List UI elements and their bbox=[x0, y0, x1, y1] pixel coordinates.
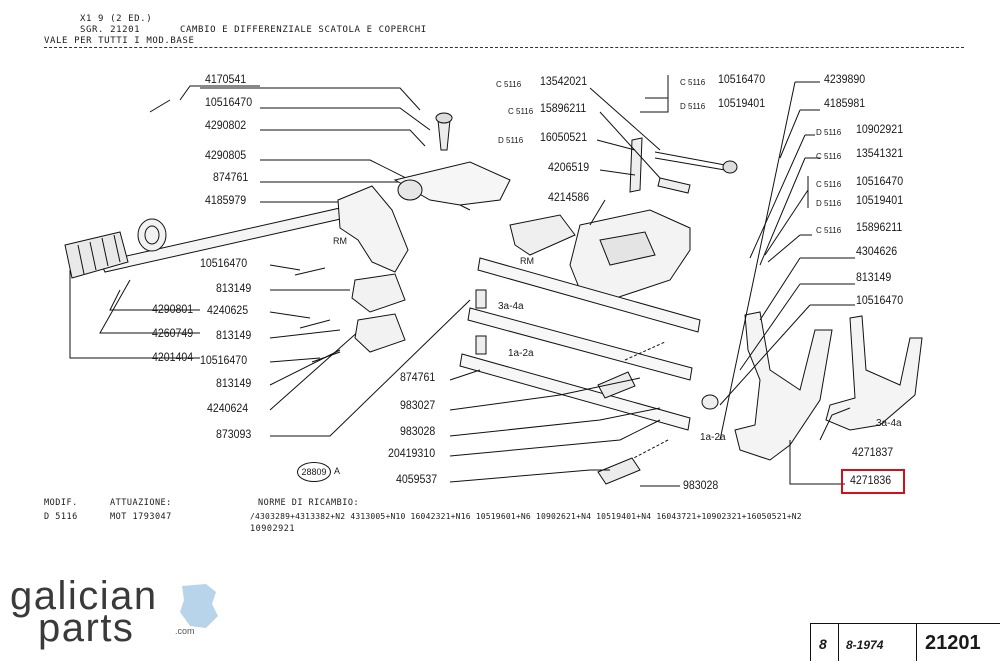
part-number-label: 10519401 bbox=[718, 98, 766, 110]
part-number-label: 4271837 bbox=[852, 447, 894, 459]
gear-marking: 1a-2a bbox=[508, 348, 534, 359]
part-number-label: 4240625 bbox=[207, 305, 249, 317]
part-number-label: 4240624 bbox=[207, 403, 249, 415]
part-number-label: 4201404 bbox=[152, 352, 194, 364]
header-model: X1 9 (2 ED.) bbox=[80, 14, 153, 24]
variant-code: D 5116 bbox=[816, 199, 842, 208]
part-number-label: 813149 bbox=[856, 272, 892, 284]
variant-code: C 5116 bbox=[816, 226, 842, 235]
sheet-number: 8 bbox=[819, 636, 827, 652]
footer-modif-heading: MODIF. bbox=[44, 498, 78, 508]
part-number-label: 4059537 bbox=[396, 474, 438, 486]
part-number-label: 20419310 bbox=[388, 448, 436, 460]
sheet-date: 8-1974 bbox=[846, 638, 884, 652]
part-number-label: 4260749 bbox=[152, 328, 194, 340]
rm-marking: RM bbox=[333, 236, 347, 246]
part-number-label: 4206519 bbox=[548, 162, 590, 174]
part-number-label: 13542021 bbox=[540, 76, 588, 88]
title-block-divider bbox=[916, 623, 917, 661]
header-group: SGR. 21201 bbox=[80, 25, 141, 35]
footer-modif-value: D 5116 bbox=[44, 512, 78, 522]
part-number-label: 4290802 bbox=[205, 120, 247, 132]
group-number: 21201 bbox=[925, 632, 981, 654]
footer-attuazione-value: MOT 1793047 bbox=[110, 512, 172, 522]
part-number-label: 873093 bbox=[216, 429, 252, 441]
title-block-divider bbox=[810, 623, 811, 661]
header-validity: VALE PER TUTTI I MOD.BASE bbox=[44, 36, 195, 46]
footer-norme-line1: /4303289+4313382+N2 4313005+N10 16042321… bbox=[250, 512, 802, 521]
part-number-label: 813149 bbox=[216, 378, 252, 390]
logo-galician: galician bbox=[10, 574, 158, 618]
variant-code: C 5116 bbox=[680, 78, 706, 87]
variant-code: C 5116 bbox=[816, 180, 842, 189]
part-number-label: 10516470 bbox=[200, 355, 248, 367]
rm-marking: RM bbox=[520, 256, 534, 266]
part-number-label: 813149 bbox=[216, 283, 252, 295]
part-number-label: 15896211 bbox=[540, 103, 587, 115]
part-number-label: 15896211 bbox=[856, 222, 903, 234]
part-number-label: 10516470 bbox=[856, 295, 904, 307]
part-number-label: 10516470 bbox=[200, 258, 248, 270]
highlight-box bbox=[841, 469, 905, 494]
part-number-label: 4290801 bbox=[152, 304, 194, 316]
footer-norme-line2: 10902921 bbox=[250, 524, 295, 534]
gear-marking: 1a-2a bbox=[700, 432, 726, 443]
variant-code: D 5116 bbox=[816, 128, 842, 137]
part-number-label: 813149 bbox=[216, 330, 252, 342]
logo-parts: parts bbox=[38, 606, 135, 650]
part-number-label: 983027 bbox=[400, 400, 436, 412]
part-number-label: 4304626 bbox=[856, 246, 898, 258]
variant-code: D 5116 bbox=[680, 102, 706, 111]
header-divider bbox=[44, 47, 964, 48]
part-number-label: 4214586 bbox=[548, 192, 590, 204]
variant-code: D 5116 bbox=[498, 136, 524, 145]
footer-attuazione-heading: ATTUAZIONE: bbox=[110, 498, 172, 508]
part-number-label: 10516470 bbox=[718, 74, 766, 86]
part-number-label: 10516470 bbox=[856, 176, 904, 188]
gear-marking: 3a-4a bbox=[498, 301, 524, 312]
variant-code: C 5116 bbox=[816, 152, 842, 161]
title-block-divider bbox=[838, 623, 839, 661]
variant-code: C 5116 bbox=[496, 80, 522, 89]
part-number-label: 4290805 bbox=[205, 150, 247, 162]
part-number-label: 10516470 bbox=[205, 97, 253, 109]
part-number-label: 874761 bbox=[400, 372, 436, 384]
reference-circle: 28809 bbox=[297, 462, 331, 482]
part-number-label: 4170541 bbox=[205, 74, 247, 86]
part-number-label: 983028 bbox=[400, 426, 436, 438]
part-number-label: 4185979 bbox=[205, 195, 247, 207]
part-number-label-highlighted: 4271836 bbox=[850, 475, 892, 487]
part-number-label: 16050521 bbox=[540, 132, 588, 144]
gear-marking: 3a-4a bbox=[876, 418, 902, 429]
part-number-label: 874761 bbox=[213, 172, 249, 184]
part-number-label: 10519401 bbox=[856, 195, 904, 207]
part-number-label: 10902921 bbox=[856, 124, 904, 136]
logo-domain: .com bbox=[175, 626, 195, 636]
logo-map-icon bbox=[180, 584, 218, 628]
title-block-top-rule bbox=[810, 623, 1000, 624]
part-number-label: 4239890 bbox=[824, 74, 866, 86]
part-number-label: 13541321 bbox=[856, 148, 904, 160]
variant-code: C 5116 bbox=[508, 107, 534, 116]
part-number-label: 4185981 bbox=[824, 98, 866, 110]
part-number-label: 983028 bbox=[683, 480, 719, 492]
reference-letter: A bbox=[334, 466, 341, 476]
footer-norme-heading: NORME DI RICAMBIO: bbox=[258, 498, 360, 508]
header-title: CAMBIO E DIFFERENZIALE SCATOLA E COPERCH… bbox=[180, 25, 427, 35]
